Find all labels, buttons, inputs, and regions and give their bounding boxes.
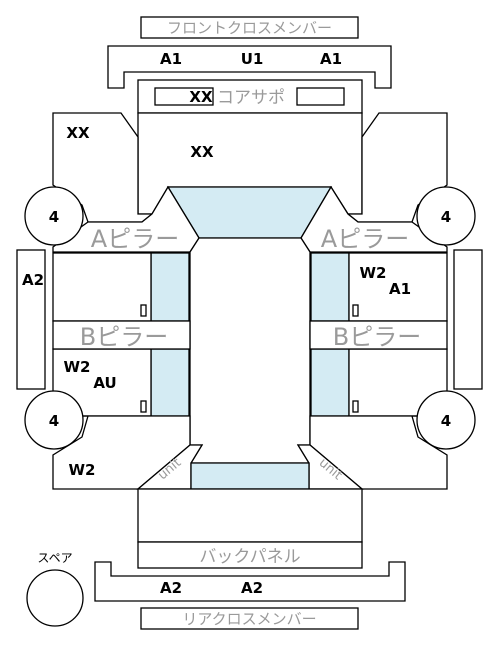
rear-member-left-code: A2 [160, 579, 182, 597]
right-front-door-code-2: A1 [389, 280, 411, 298]
left-rear-door-code-2: AU [93, 374, 116, 392]
right-front-window[interactable] [310, 252, 350, 322]
wheel-rear-left[interactable]: 4 [24, 390, 84, 450]
hood-code: XX [190, 143, 214, 161]
a-pillar-left[interactable]: Aピラー [52, 185, 200, 253]
left-rear-door-handle [140, 400, 147, 413]
left-rear-fender-code: W2 [69, 461, 96, 479]
back-panel-label: バックパネル [199, 547, 300, 567]
wheel-rear-left-value: 4 [49, 412, 59, 430]
b-pillar-left-label: Bピラー [80, 323, 168, 351]
right-front-door[interactable]: W2 A1 [348, 252, 448, 322]
rear-member[interactable]: A2 A2 [94, 561, 406, 602]
front-member-left-code: A1 [160, 50, 182, 68]
wheel-front-left-value: 4 [49, 208, 59, 226]
front-member-center-code: U1 [241, 50, 264, 68]
right-rocker[interactable] [453, 249, 483, 390]
back-panel[interactable]: バックパネル [137, 541, 363, 569]
front-cross-member[interactable]: フロントクロスメンバー [140, 16, 359, 39]
wheel-front-left[interactable]: 4 [24, 186, 84, 246]
roof[interactable] [189, 237, 311, 464]
left-rear-fender[interactable]: W2 [52, 415, 191, 490]
b-pillar-right[interactable]: Bピラー [309, 320, 448, 351]
a-pillar-left-label: Aピラー [91, 225, 179, 253]
rear-cross-member[interactable]: リアクロスメンバー [140, 607, 359, 630]
left-front-door-handle [140, 304, 147, 317]
spare-tire[interactable]: スペア [26, 551, 84, 627]
rear-unit-right[interactable]: unit [296, 444, 364, 490]
right-front-door-handle [352, 304, 359, 317]
rear-member-right-code: A2 [241, 579, 263, 597]
wheel-front-right-value: 4 [441, 208, 451, 226]
right-rear-door-handle [352, 400, 359, 413]
wheel-rear-right[interactable]: 4 [416, 390, 476, 450]
front-member[interactable]: A1 U1 A1 [107, 45, 392, 89]
a-pillar-right-label: Aピラー [321, 225, 409, 253]
left-front-door[interactable] [52, 252, 152, 322]
front-cross-member-label: フロントクロスメンバー [167, 19, 332, 37]
trunk[interactable] [137, 488, 363, 543]
left-rear-window[interactable] [150, 348, 190, 417]
core-support[interactable]: コアサポ XX [137, 79, 363, 114]
left-rocker[interactable]: A2 [16, 249, 46, 390]
core-support-label: コアサポ [217, 88, 285, 108]
spare-label: スペア [37, 551, 72, 565]
right-front-door-code-1: W2 [360, 264, 387, 282]
right-rear-fender[interactable] [309, 415, 448, 490]
wheel-front-right[interactable]: 4 [416, 186, 476, 246]
rear-cross-member-label: リアクロスメンバー [182, 610, 316, 628]
a-pillar-right[interactable]: Aピラー [300, 185, 448, 253]
right-rear-window[interactable] [310, 348, 350, 417]
left-front-fender-code: XX [66, 124, 90, 142]
rear-window[interactable] [190, 462, 310, 490]
b-pillar-left[interactable]: Bピラー [52, 320, 191, 351]
left-rear-door-code-1: W2 [64, 358, 91, 376]
core-support-code: XX [189, 88, 213, 106]
front-member-right-code: A1 [320, 50, 342, 68]
left-front-window[interactable] [150, 252, 190, 322]
left-rocker-code: A2 [22, 271, 44, 289]
wheel-rear-right-value: 4 [441, 412, 451, 430]
b-pillar-right-label: Bピラー [333, 323, 421, 351]
